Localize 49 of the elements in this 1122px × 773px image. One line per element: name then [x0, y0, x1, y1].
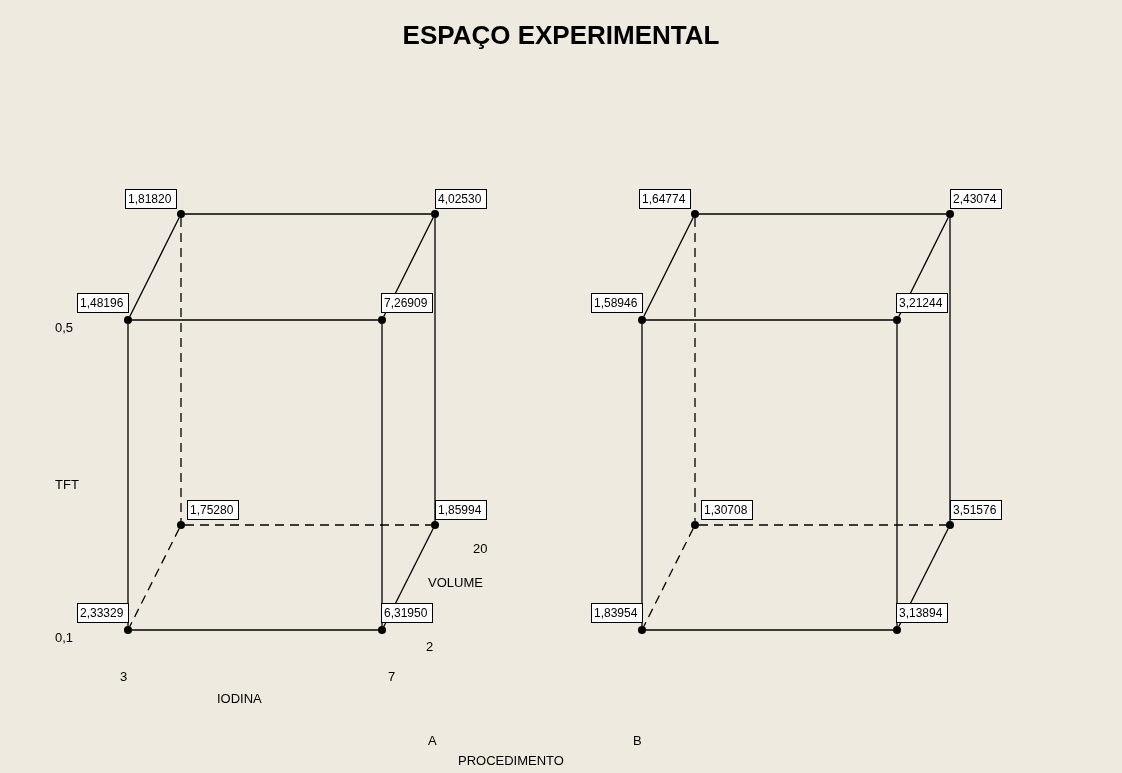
cube-edge	[645, 319, 894, 321]
response-value: 6,31950	[381, 603, 433, 623]
response-value: 2,43074	[950, 189, 1002, 209]
response-value: 4,02530	[435, 189, 487, 209]
response-value: 2,33329	[77, 603, 129, 623]
axis-value: 3	[120, 669, 128, 684]
response-value: 1,75280	[187, 500, 239, 520]
axis-value: 0,1	[55, 630, 74, 645]
response-value: 1,64774	[639, 189, 691, 209]
cube-edge	[434, 217, 436, 522]
response-value: 3,51576	[950, 500, 1002, 520]
axis-value: 7	[388, 669, 396, 684]
response-value: 3,13894	[896, 603, 948, 623]
cube-edge	[381, 323, 383, 627]
cube-edge	[131, 629, 379, 631]
cube-edge	[184, 524, 432, 526]
cube-edge	[129, 216, 180, 318]
response-value: 3,21244	[896, 293, 948, 313]
response-value: 1,48196	[77, 293, 129, 313]
cube-edge	[896, 323, 898, 627]
axis-title: TFT	[55, 477, 79, 492]
cube-edge	[698, 524, 947, 526]
response-value: 1,30708	[701, 500, 753, 520]
axis-title: PROCEDIMENTO	[458, 753, 564, 768]
cube-edge	[131, 319, 379, 321]
response-value: 7,26909	[381, 293, 433, 313]
cube-edge	[127, 323, 129, 627]
cube-edge	[180, 217, 182, 522]
cube-edge	[698, 213, 947, 215]
cube-edge	[949, 217, 951, 522]
axis-value: 2	[426, 639, 434, 654]
response-value: 1,81820	[125, 189, 177, 209]
axis-value: B	[633, 733, 642, 748]
axis-value: A	[428, 733, 437, 748]
cube-edge	[643, 216, 694, 318]
cube-edge	[643, 527, 694, 628]
response-value: 1,85994	[435, 500, 487, 520]
cube-edge	[694, 217, 696, 522]
cube-edge	[184, 213, 432, 215]
cube-edge	[645, 629, 894, 631]
axis-title: VOLUME	[428, 575, 483, 590]
diagram-title: ESPAÇO EXPERIMENTAL	[401, 20, 721, 51]
response-value: 1,83954	[591, 603, 643, 623]
cube-edge	[129, 527, 180, 628]
cube-edge	[641, 323, 643, 627]
axis-title: IODINA	[217, 691, 262, 706]
axis-value: 0,5	[55, 320, 74, 335]
axis-value: 20	[473, 541, 488, 556]
response-value: 1,58946	[591, 293, 643, 313]
